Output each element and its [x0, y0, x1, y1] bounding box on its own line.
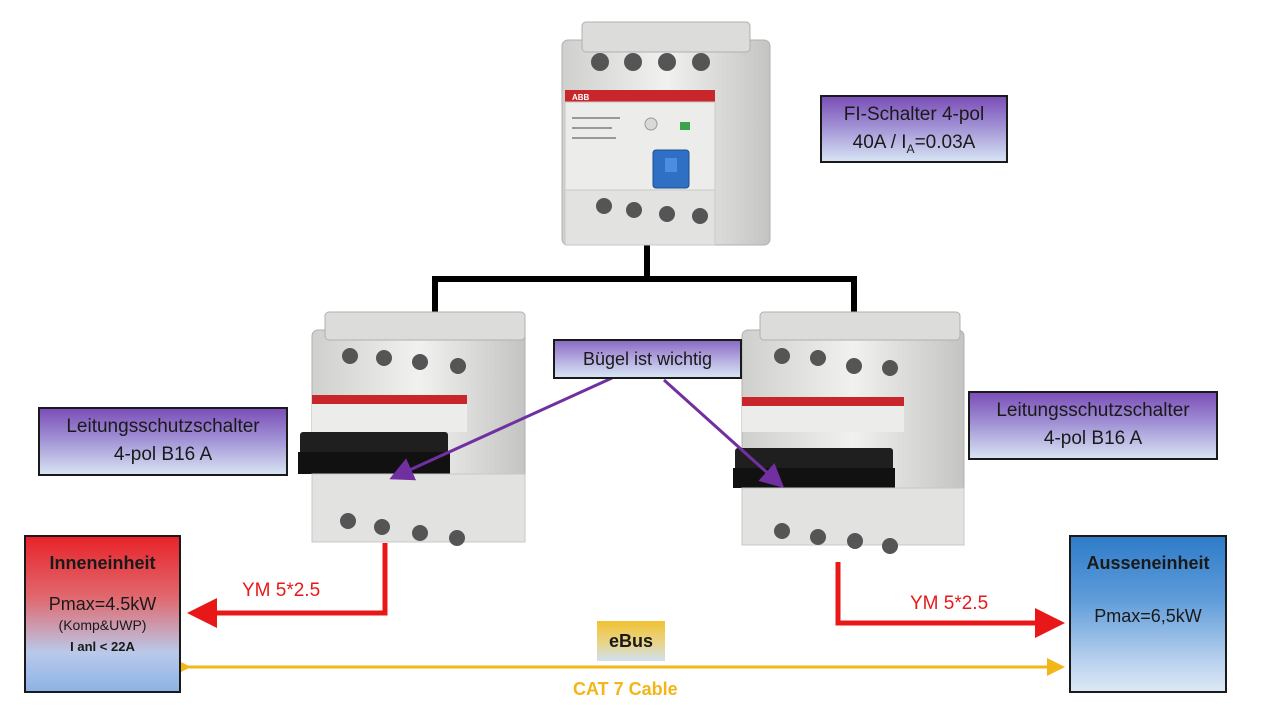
fi-switch-title: FI-Schalter 4-pol [843, 104, 985, 125]
cable-left-label: YM 5*2.5 [242, 580, 321, 601]
indoor-unit-title: Inneneinheit [49, 553, 156, 573]
power-cable-right [835, 562, 1065, 638]
breaker-right-label: Leitungsschutzschalter 4-pol B16 A [968, 391, 1218, 460]
indoor-unit-note: (Komp&UWP) [58, 617, 147, 633]
callout-arrow-left [389, 376, 613, 481]
outdoor-unit-title: Ausseneinheit [1086, 553, 1210, 573]
breaker-left-rating: 4-pol B16 A [113, 444, 213, 465]
breaker-right-title: Leitungsschutzschalter [996, 400, 1190, 421]
indoor-unit-power: Pmax=4.5kW [48, 594, 157, 614]
callout-label: Bügel ist wichtig [553, 339, 742, 379]
fi-brand-logo: ABB [572, 93, 590, 102]
fi-switch-rating: 40A / IA=0.03A [852, 132, 976, 156]
outdoor-unit-power: Pmax=6,5kW [1094, 606, 1202, 626]
breaker-left-device [298, 311, 526, 546]
breaker-left-label: Leitungsschutzschalter 4-pol B16 A [38, 407, 288, 476]
breaker-left-title: Leitungsschutzschalter [66, 416, 260, 437]
breaker-right-device [733, 311, 965, 554]
fi-switch-device: ABB [561, 21, 771, 246]
callout-arrow-right [662, 378, 785, 489]
power-cable-left [187, 543, 388, 628]
indoor-unit-current: I anl < 22A [70, 639, 135, 654]
ebus-label: eBus [597, 621, 665, 661]
cable-right-label: YM 5*2.5 [910, 593, 989, 614]
breaker-right-rating: 4-pol B16 A [1043, 428, 1143, 449]
outdoor-unit-box: Ausseneinheit Pmax=6,5kW [1069, 535, 1227, 693]
bus-cable-label: CAT 7 Cable [573, 679, 678, 699]
indoor-unit-box: Inneneinheit Pmax=4.5kW (Komp&UWP) I anl… [24, 535, 181, 693]
fi-switch-label: FI-Schalter 4-pol 40A / IA=0.03A [820, 95, 1008, 163]
